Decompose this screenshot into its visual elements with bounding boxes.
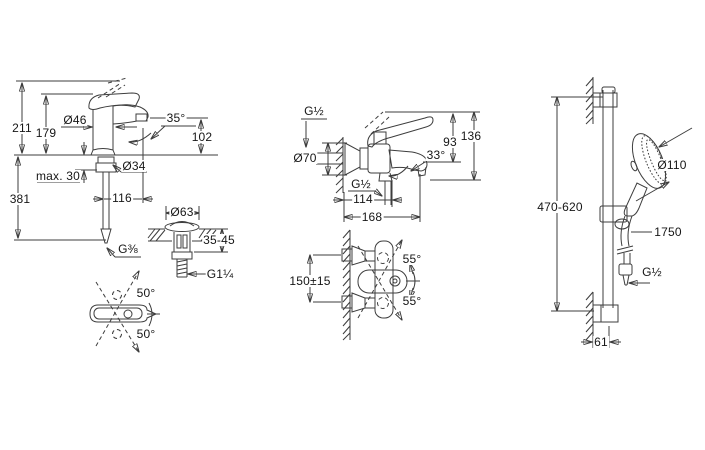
dim-basin-max-deck: max. 30 xyxy=(34,169,82,183)
dim-bath-outlet-thread: G½ xyxy=(350,177,372,191)
dim-shower-wall-clearance: 61 xyxy=(593,335,609,349)
bath-mixer-front-figure xyxy=(310,229,420,341)
dim-bath-height-body: 93 xyxy=(442,135,458,149)
dim-bath-inlet-thread: G½ xyxy=(303,104,325,118)
dim-basin-spout-reach: 116 xyxy=(111,191,133,205)
dim-waste-deck-range: 35-45 xyxy=(202,233,236,247)
dim-bath-spout-angle: 33° xyxy=(425,148,447,162)
dim-bath-swivel-upper: 55° xyxy=(401,252,423,266)
dim-basin-shank-diameter: Ø34 xyxy=(121,159,147,173)
bath-mixer-side-figure xyxy=(301,111,481,222)
dim-bath-inlet-spacing: 150±15 xyxy=(288,274,332,288)
dim-bath-escutcheon: Ø70 xyxy=(292,151,318,165)
dim-basin-spout-height: 102 xyxy=(190,130,214,144)
dim-basin-hose-drop: 381 xyxy=(8,192,32,206)
dim-basin-total-height: 211 xyxy=(11,121,33,135)
dim-shower-rail-range: 470-620 xyxy=(536,200,584,214)
dim-shower-head-diameter: Ø110 xyxy=(656,158,688,172)
dim-handle-swivel-lower: 50° xyxy=(135,327,157,341)
dim-basin-body-diameter: Ø46 xyxy=(62,113,88,127)
dim-waste-flange-diameter: Ø63 xyxy=(169,205,195,219)
basin-mixer-figure xyxy=(14,77,218,258)
basin-handle-top-view xyxy=(89,271,160,352)
dim-shower-hose-thread: G½ xyxy=(641,265,663,279)
dim-bath-outlet-offset: 114 xyxy=(352,192,374,206)
dim-basin-supply-thread: G⅜ xyxy=(117,242,139,256)
dim-bath-swivel-lower: 55° xyxy=(401,294,423,308)
dim-shower-hose-length: 1750 xyxy=(653,225,683,239)
dim-basin-lever-angle: 35° xyxy=(165,111,187,125)
dim-bath-spout-reach: 168 xyxy=(360,210,384,224)
dim-handle-swivel-upper: 50° xyxy=(135,286,157,300)
dim-waste-drain-thread: G1¼ xyxy=(205,267,235,281)
dim-bath-height-max: 136 xyxy=(459,129,483,143)
dim-basin-lever-height: 179 xyxy=(34,126,58,140)
